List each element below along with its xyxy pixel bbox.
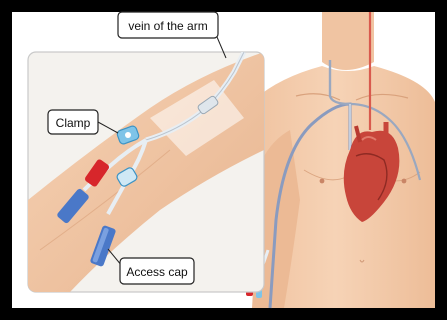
arm-inset-panel — [28, 52, 264, 292]
vein-label: vein of the arm — [128, 19, 207, 33]
clamp-label: Clamp — [56, 116, 91, 130]
access-cap-label: Access cap — [126, 265, 188, 279]
clamp-callout: Clamp — [48, 110, 98, 134]
vein-callout: vein of the arm — [118, 12, 218, 38]
access-cap-callout: Access cap — [120, 258, 194, 284]
